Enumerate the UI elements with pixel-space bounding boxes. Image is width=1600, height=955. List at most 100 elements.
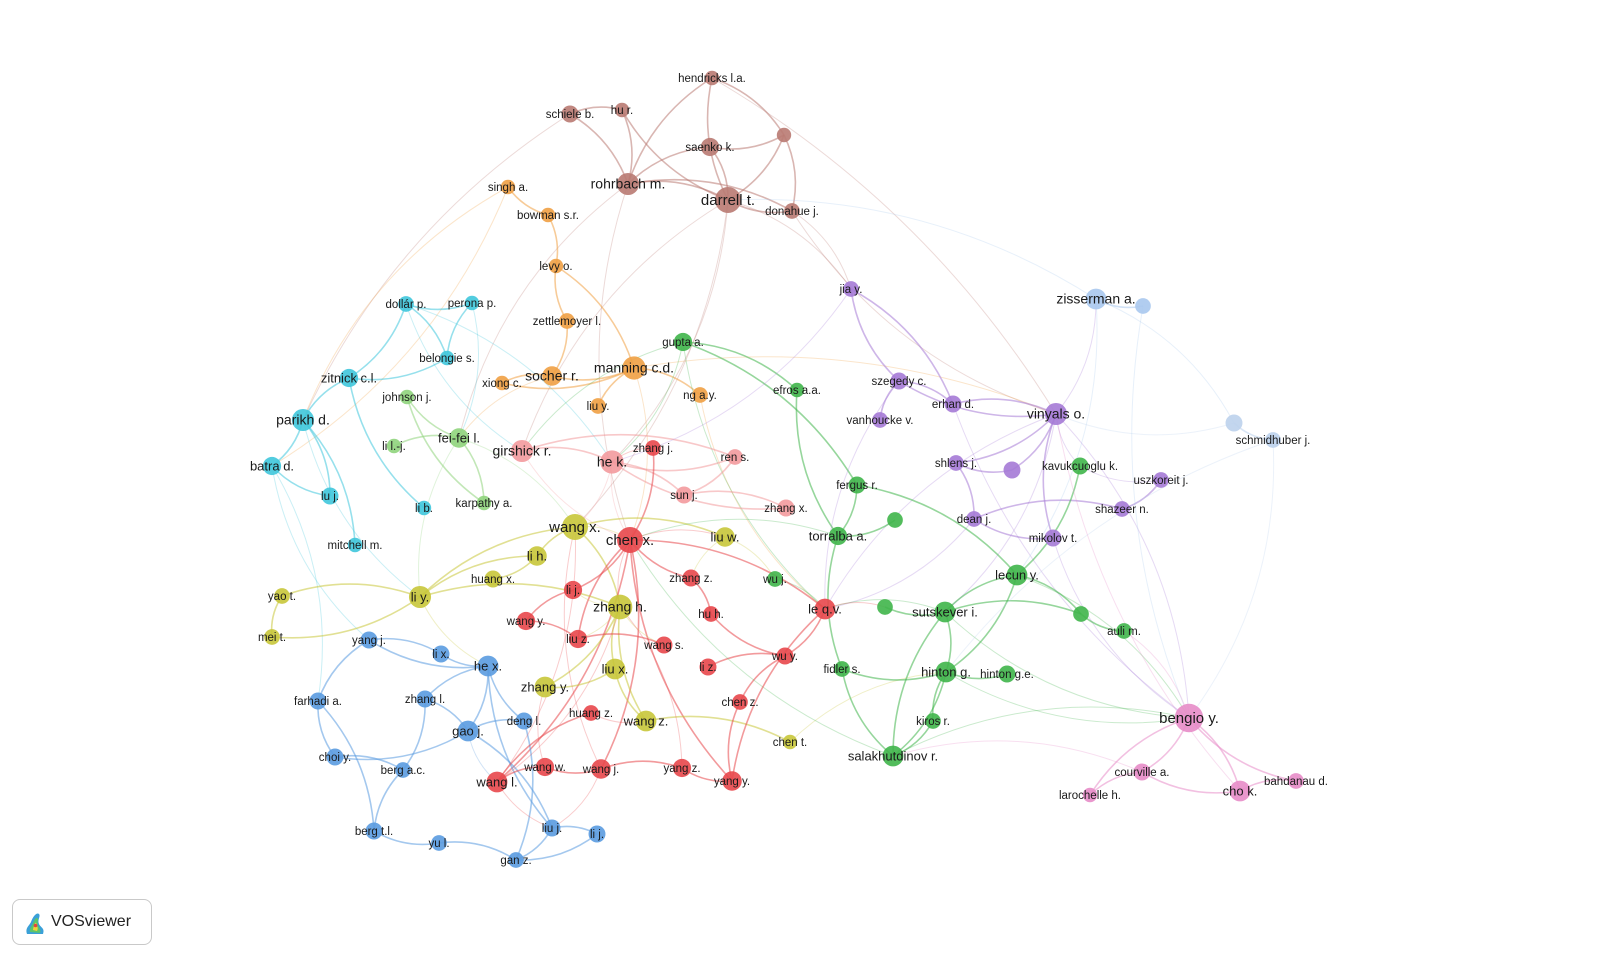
node-meit[interactable] <box>264 629 280 645</box>
node-zitnick[interactable] <box>339 368 359 388</box>
node-fergus[interactable] <box>848 476 866 494</box>
node-lecun[interactable] <box>1006 564 1028 586</box>
node-bengio[interactable] <box>1174 703 1204 733</box>
node-gaoj[interactable] <box>457 720 479 742</box>
node-lb_unl[interactable] <box>1135 298 1151 314</box>
node-liuj[interactable] <box>543 819 561 837</box>
node-hur[interactable] <box>614 102 630 118</box>
node-lij[interactable] <box>563 580 583 600</box>
node-sutskever[interactable] <box>934 601 956 623</box>
node-parikh[interactable] <box>291 408 315 432</box>
node-lib[interactable] <box>416 500 432 516</box>
node-levy[interactable] <box>548 258 564 274</box>
node-salakhutdinov[interactable] <box>882 745 904 767</box>
node-liz2[interactable] <box>699 658 717 676</box>
node-yangj[interactable] <box>360 631 378 649</box>
node-brown_unl[interactable] <box>776 127 792 143</box>
node-zhangz[interactable] <box>682 569 700 587</box>
node-wangy[interactable] <box>516 611 536 631</box>
node-bergac[interactable] <box>395 762 411 778</box>
node-purple_unl[interactable] <box>1003 461 1021 479</box>
node-zhangx[interactable] <box>777 499 795 517</box>
node-aulim[interactable] <box>1116 623 1132 639</box>
node-zettlemoyer[interactable] <box>559 313 575 329</box>
node-schmidhuber[interactable] <box>1265 432 1281 448</box>
node-nga[interactable] <box>692 387 708 403</box>
node-torralba[interactable] <box>828 526 848 546</box>
node-feifei[interactable] <box>449 428 469 448</box>
node-yangz[interactable] <box>672 758 692 778</box>
node-lil[interactable] <box>386 438 402 454</box>
node-huh[interactable] <box>703 606 719 622</box>
node-szegedy[interactable] <box>890 372 908 390</box>
node-chenx[interactable] <box>617 527 643 553</box>
node-liux[interactable] <box>604 658 626 680</box>
node-shlens[interactable] <box>948 455 964 471</box>
node-green_unl1[interactable] <box>887 512 903 528</box>
node-rens[interactable] <box>727 449 743 465</box>
node-huangx[interactable] <box>484 570 502 588</box>
node-green_unl2[interactable] <box>877 599 893 615</box>
node-socher[interactable] <box>542 366 562 386</box>
node-bahdanau[interactable] <box>1288 773 1304 789</box>
node-zhangl[interactable] <box>416 690 434 708</box>
node-rohrbach[interactable] <box>616 172 640 196</box>
node-chok[interactable] <box>1229 780 1251 802</box>
node-donahue[interactable] <box>784 203 800 219</box>
node-dollar[interactable] <box>398 296 414 312</box>
node-zhangh[interactable] <box>607 594 633 620</box>
node-kavuk[interactable] <box>1071 457 1089 475</box>
node-yangy[interactable] <box>722 771 742 791</box>
node-karpathy[interactable] <box>476 495 492 511</box>
node-liuw[interactable] <box>715 527 735 547</box>
node-lij2[interactable] <box>588 825 606 843</box>
node-wangs[interactable] <box>655 636 673 654</box>
node-sunj[interactable] <box>675 486 693 504</box>
node-hintong[interactable] <box>935 661 957 683</box>
node-batra[interactable] <box>262 456 282 476</box>
node-hex[interactable] <box>477 655 499 677</box>
node-girshick[interactable] <box>510 439 534 463</box>
node-bowman[interactable] <box>540 207 556 223</box>
node-wangz[interactable] <box>635 710 657 732</box>
node-fidler[interactable] <box>834 661 850 677</box>
node-huangz[interactable] <box>583 705 599 721</box>
node-belongie[interactable] <box>439 350 455 366</box>
node-zhangj[interactable] <box>645 440 661 456</box>
node-uszkoreit[interactable] <box>1153 472 1169 488</box>
node-liz[interactable] <box>568 629 588 649</box>
node-singh[interactable] <box>500 179 516 195</box>
node-ganz[interactable] <box>508 852 524 868</box>
node-zisserman[interactable] <box>1085 288 1107 310</box>
node-wuy[interactable] <box>776 647 794 665</box>
node-wangw[interactable] <box>535 757 555 777</box>
node-dengl[interactable] <box>515 712 533 730</box>
node-johnson[interactable] <box>399 389 415 405</box>
node-kiros[interactable] <box>925 713 941 729</box>
node-darrell[interactable] <box>715 187 741 213</box>
node-wangl[interactable] <box>486 771 508 793</box>
node-wangx[interactable] <box>562 514 588 540</box>
node-schiele[interactable] <box>561 105 579 123</box>
node-hendricks[interactable] <box>704 70 720 86</box>
node-shazeer[interactable] <box>1114 501 1130 517</box>
node-larochelle[interactable] <box>1082 787 1098 803</box>
node-gupta[interactable] <box>673 332 693 352</box>
node-leqv[interactable] <box>814 598 836 620</box>
node-erhan[interactable] <box>944 395 962 413</box>
node-hintonge[interactable] <box>998 665 1016 683</box>
node-yul[interactable] <box>431 835 447 851</box>
node-manning[interactable] <box>622 356 646 380</box>
node-green_unl3[interactable] <box>1073 606 1089 622</box>
node-xiong[interactable] <box>494 375 510 391</box>
node-jiay[interactable] <box>843 281 859 297</box>
node-farhadi[interactable] <box>309 692 327 710</box>
node-hek[interactable] <box>600 450 624 474</box>
node-deanj[interactable] <box>966 511 982 527</box>
node-choiy[interactable] <box>326 748 344 766</box>
node-lix[interactable] <box>432 645 450 663</box>
node-saenko[interactable] <box>700 137 720 157</box>
node-vinyals[interactable] <box>1044 402 1068 426</box>
node-yaot[interactable] <box>274 588 290 604</box>
